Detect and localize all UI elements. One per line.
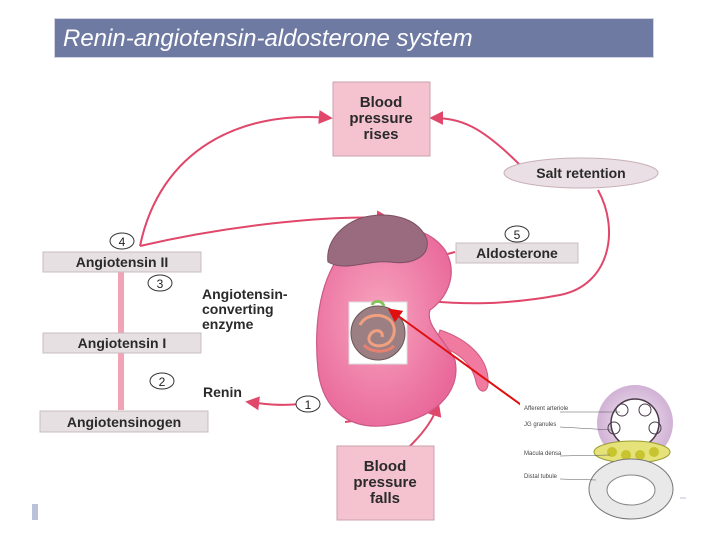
- angiotensin-ii-box: Angiotensin II: [42, 251, 202, 273]
- ace-line-3: enzyme: [202, 316, 254, 332]
- aldosterone-label: Aldosterone: [476, 245, 558, 261]
- step-3: 3: [147, 274, 173, 292]
- inset-label-jg: JG granules: [524, 422, 556, 428]
- angiotensin-i-box: Angiotensin I: [42, 332, 202, 354]
- bp-falls-box: Blood pressure falls: [336, 445, 435, 521]
- glomerulus-inset: [348, 299, 408, 365]
- renin-label: Renin: [203, 384, 242, 400]
- inset-label-distal: Distal tubule: [524, 474, 558, 480]
- svg-text:2: 2: [159, 375, 166, 389]
- page-title: Renin-angiotensin-aldosterone system: [63, 25, 473, 52]
- jg-apparatus-inset: Afferent arteriole JG granules Macula de…: [520, 385, 680, 526]
- step-1: 1: [295, 395, 321, 413]
- slide-edge-marker-left: [32, 504, 38, 520]
- angiotensinogen-box: Angiotensinogen: [39, 410, 209, 433]
- adrenal-gland: [327, 214, 428, 267]
- salt-retention-box: Salt retention: [503, 157, 659, 189]
- step-5: 5: [504, 225, 530, 243]
- salt-retention-label: Salt retention: [536, 165, 625, 181]
- bp-rises-box: Blood pressure rises: [332, 81, 431, 157]
- arrow-renin: [245, 396, 301, 411]
- inset-label-afferent: Afferent arteriole: [524, 406, 569, 412]
- ace-label: Angiotensin- converting enzyme: [202, 286, 288, 332]
- ace-line-2: converting: [202, 301, 274, 317]
- svg-text:3: 3: [157, 277, 164, 291]
- bp-falls-line-2: pressure: [353, 474, 416, 491]
- svg-text:4: 4: [119, 235, 126, 249]
- bp-rises-line-2: pressure: [349, 110, 412, 127]
- bp-rises-line-3: rises: [363, 126, 398, 143]
- inset-label-macula: Macula densa: [524, 451, 562, 457]
- ace-line-1: Angiotensin-: [202, 286, 288, 302]
- bp-rises-line-1: Blood: [360, 94, 403, 111]
- svg-text:1: 1: [305, 398, 312, 412]
- step-2: 2: [149, 372, 175, 390]
- svg-text:5: 5: [514, 228, 521, 242]
- arrow-angiotensin-to-bp-rises: [139, 110, 333, 247]
- title-bar: Renin-angiotensin-aldosterone system: [54, 18, 654, 58]
- bp-falls-line-1: Blood: [364, 458, 407, 475]
- angiotensinogen-label: Angiotensinogen: [67, 414, 181, 430]
- bp-falls-line-3: falls: [370, 490, 400, 507]
- aldosterone-box: Aldosterone: [455, 242, 579, 264]
- angiotensin-i-label: Angiotensin I: [78, 335, 167, 351]
- arrow-salt-to-bp-rises: [429, 111, 521, 166]
- step-4: 4: [109, 232, 135, 250]
- angiotensin-ii-label: Angiotensin II: [76, 254, 169, 270]
